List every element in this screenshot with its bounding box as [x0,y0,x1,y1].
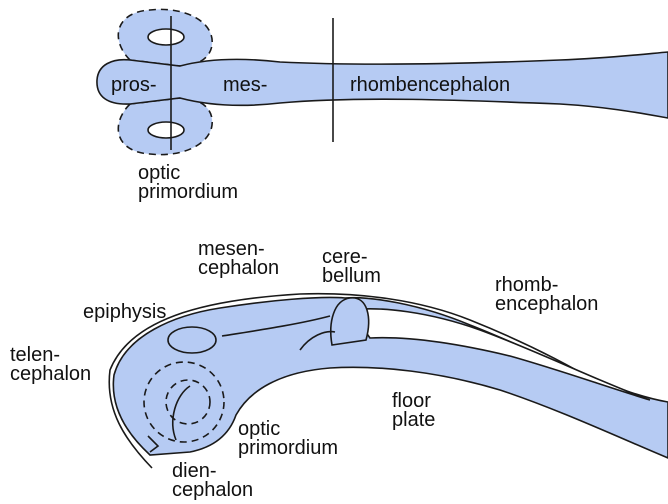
label-line: bellum [322,267,381,286]
label-floor-plate: floor plate [392,392,435,430]
label-rhombencephalon: rhombencephalon [350,76,510,95]
lateral-view [109,294,668,468]
label-optic-primordium-top: optic primordium [138,164,238,202]
label-line: epiphysis [83,303,166,322]
label-line: primordium [238,439,338,458]
label-mesencephalon-side: mesen- cephalon [198,240,279,278]
label-epiphysis: epiphysis [83,303,166,322]
label-optic-primordium-side: optic primordium [238,420,338,458]
label-line: plate [392,411,435,430]
label-rhombencephalon-side: rhomb- encephalon [495,276,598,314]
label-line: primordium [138,183,238,202]
optic-vesicle-upper [148,29,184,45]
label-line: cephalon [10,365,91,384]
label-line: cephalon [172,481,253,500]
label-diencephalon: dien- cephalon [172,462,253,500]
label-mesencephalon: mes- [223,76,267,95]
label-line: cephalon [198,259,279,278]
label-prosencephalon: pros- [111,76,157,95]
label-telencephalon: telen- cephalon [10,346,91,384]
epiphysis-body [168,327,216,353]
label-line: encephalon [495,295,598,314]
label-cerebellum: cere- bellum [322,248,381,286]
optic-vesicle-lower [148,122,184,138]
